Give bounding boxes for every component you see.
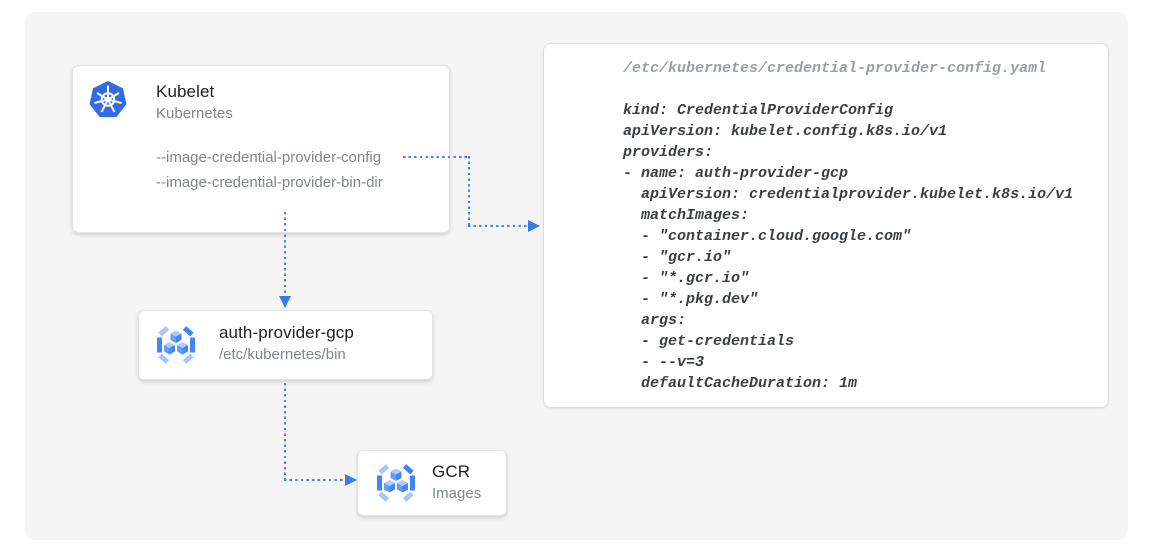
arrow-kubelet-to-auth-head (279, 296, 291, 308)
kubernetes-icon (88, 80, 128, 120)
arrow-config-to-yaml-seg3 (468, 225, 528, 228)
config-yaml-code: kind: CredentialProviderConfig apiVersio… (623, 102, 1074, 392)
arrow-config-to-yaml-head (528, 220, 540, 232)
arrow-auth-to-gcr-seg1 (284, 383, 287, 480)
credential-provider-config-panel: /etc/kubernetes/credential-provider-conf… (543, 43, 1109, 408)
gcr-card-title: GCR (432, 462, 471, 481)
container-registry-icon (371, 459, 421, 507)
kubelet-card-subtitle: Kubernetes (156, 105, 233, 122)
gcr-card-subtitle: Images (432, 485, 482, 502)
arrow-config-to-yaml-seg2 (468, 156, 471, 226)
kubelet-flag-config: --image-credential-provider-config (156, 149, 382, 166)
kubelet-card: Kubelet Kubernetes --image-credential-pr… (72, 65, 450, 233)
diagram-stage: Kubelet Kubernetes --image-credential-pr… (25, 12, 1128, 540)
arrow-kubelet-to-auth-seg (284, 212, 287, 296)
auth-provider-gcp-card: auth-provider-gcp /etc/kubernetes/bin (138, 310, 433, 380)
arrow-config-to-yaml-seg1 (403, 156, 469, 159)
arrow-auth-to-gcr-head (345, 474, 357, 486)
kubelet-flags: --image-credential-provider-config --ima… (156, 145, 383, 195)
kubelet-card-title: Kubelet (156, 82, 215, 101)
auth-provider-card-subtitle: /etc/kubernetes/bin (219, 346, 346, 363)
auth-provider-card-title: auth-provider-gcp (219, 323, 354, 342)
arrow-auth-to-gcr-seg2 (284, 479, 345, 482)
gcr-card: GCR Images (357, 450, 507, 516)
container-registry-icon (151, 321, 201, 369)
config-file-path: /etc/kubernetes/credential-provider-conf… (623, 60, 1047, 77)
kubelet-flag-bin-dir: --image-credential-provider-bin-dir (156, 174, 383, 191)
